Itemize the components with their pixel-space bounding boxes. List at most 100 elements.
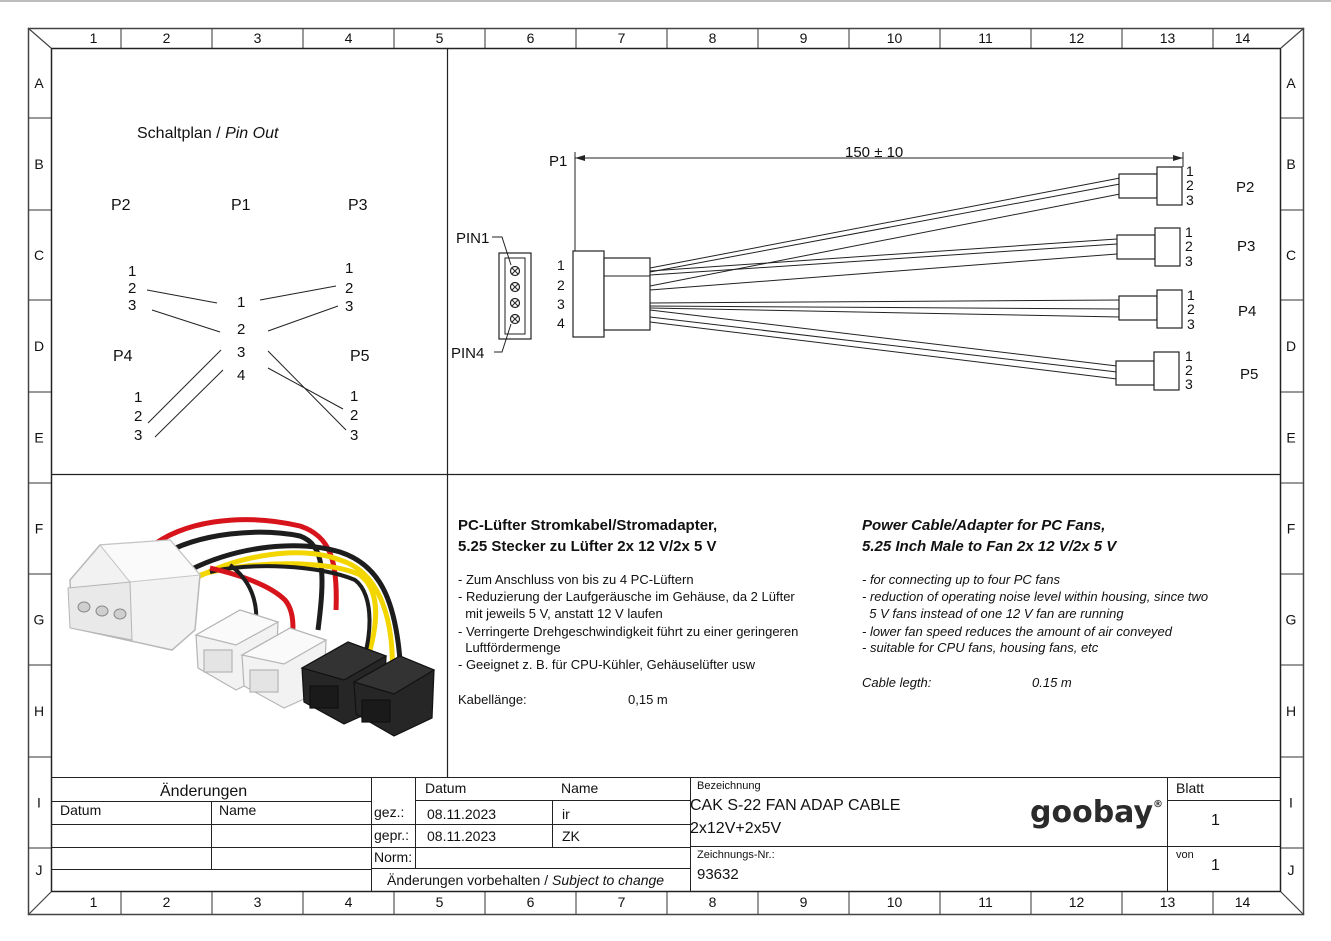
svg-text:08.11.2023: 08.11.2023 xyxy=(427,828,496,844)
svg-text:2: 2 xyxy=(1185,238,1193,254)
grid-row-left-E: E xyxy=(34,430,43,446)
svg-text:2: 2 xyxy=(128,280,136,297)
svg-text:- reduction of operating noise: - reduction of operating noise level wit… xyxy=(862,589,1208,604)
grid-row-left-H: H xyxy=(34,703,44,719)
svg-text:Name: Name xyxy=(561,780,599,796)
pinout-label-p2: P2 xyxy=(111,197,131,214)
p1-label: P1 xyxy=(549,153,567,170)
svg-text:ZK: ZK xyxy=(562,828,581,844)
fan-label-p3: P3 xyxy=(1237,238,1255,255)
svg-text:08.11.2023: 08.11.2023 xyxy=(427,806,496,822)
svg-text:Norm:: Norm: xyxy=(374,849,412,865)
svg-text:2: 2 xyxy=(557,277,565,293)
grid-row-right-I: I xyxy=(1289,795,1293,811)
svg-text:3: 3 xyxy=(345,298,353,315)
grid-row-left-B: B xyxy=(34,156,43,172)
svg-text:Power Cable/Adapter for PC Fan: Power Cable/Adapter for PC Fans, xyxy=(862,517,1105,534)
svg-text:gepr.:: gepr.: xyxy=(374,827,409,843)
svg-text:Name: Name xyxy=(219,802,257,818)
svg-text:Luftfördermenge: Luftfördermenge xyxy=(458,640,561,655)
grid-col-top-3: 3 xyxy=(254,30,262,46)
goobay-logo: goobay® xyxy=(1030,795,1164,830)
svg-text:3: 3 xyxy=(1186,192,1194,208)
cable-drawing: 150 ± 10 P1 PIN1 PIN4 1 2 3 4 xyxy=(451,144,1258,392)
grid-col-top-14: 14 xyxy=(1235,30,1251,46)
svg-text:gez.:: gez.: xyxy=(374,804,404,820)
svg-text:3: 3 xyxy=(557,296,565,312)
svg-text:1: 1 xyxy=(350,388,358,405)
grid-row-right-C: C xyxy=(1286,247,1296,263)
grid-row-left-G: G xyxy=(34,612,45,628)
svg-text:3: 3 xyxy=(1187,316,1195,332)
fan-connectors xyxy=(1115,166,1183,391)
svg-text:1: 1 xyxy=(1211,812,1220,829)
molex-body xyxy=(572,250,605,338)
svg-text:3: 3 xyxy=(128,297,136,314)
svg-text:Blatt: Blatt xyxy=(1176,780,1204,796)
outer-frame xyxy=(27,27,1305,916)
grid-col-bottom-10: 10 xyxy=(887,894,903,910)
svg-text:2: 2 xyxy=(345,280,353,297)
pinout-label-p3: P3 xyxy=(348,197,368,214)
svg-text:5.25 Stecker zu Lüfter 2x 12 V: 5.25 Stecker zu Lüfter 2x 12 V/2x 5 V xyxy=(458,538,716,555)
pinout-label-p5: P5 xyxy=(350,348,370,365)
svg-text:Bezeichnung: Bezeichnung xyxy=(697,780,761,792)
pinout-label-p4: P4 xyxy=(113,348,133,365)
inner-frame xyxy=(50,47,1282,893)
svg-text:93632: 93632 xyxy=(697,866,739,883)
grid-col-bottom-6: 6 xyxy=(527,894,535,910)
svg-text:0,15 m: 0,15 m xyxy=(628,692,668,707)
title-block xyxy=(51,777,1281,892)
svg-text:3: 3 xyxy=(134,427,142,444)
svg-text:- lower fan speed reduces the: - lower fan speed reduces the amount of … xyxy=(862,624,1173,639)
grid-row-right-F: F xyxy=(1287,521,1296,537)
svg-text:Zeichnungs-Nr.:: Zeichnungs-Nr.: xyxy=(697,849,775,861)
svg-text:2: 2 xyxy=(134,408,142,425)
grid-col-bottom-4: 4 xyxy=(345,894,353,910)
grid-col-top-12: 12 xyxy=(1069,30,1085,46)
svg-text:5 V fans instead of one 12 V f: 5 V fans instead of one 12 V fan are run… xyxy=(862,606,1124,621)
svg-text:- suitable for CPU fans, housi: - suitable for CPU fans, housing fans, e… xyxy=(862,640,1099,655)
grid-row-right-G: G xyxy=(1286,612,1297,628)
grid-col-top-4: 4 xyxy=(345,30,353,46)
svg-text:Datum: Datum xyxy=(425,780,466,796)
pinout-label-p1: P1 xyxy=(231,197,251,214)
svg-text:1: 1 xyxy=(237,294,245,311)
svg-text:1: 1 xyxy=(345,260,353,277)
grid-col-bottom-12: 12 xyxy=(1069,894,1085,910)
grid-row-left-I: I xyxy=(37,795,41,811)
svg-text:1: 1 xyxy=(134,389,142,406)
fan-label-p5: P5 xyxy=(1240,366,1258,383)
svg-text:2: 2 xyxy=(1185,362,1193,378)
svg-text:3: 3 xyxy=(237,344,245,361)
grid-row-left-F: F xyxy=(35,521,44,537)
svg-text:4: 4 xyxy=(237,367,245,384)
grid-col-bottom-8: 8 xyxy=(709,894,717,910)
svg-text:Datum: Datum xyxy=(60,802,101,818)
svg-text:Cable legth:: Cable legth: xyxy=(862,675,932,690)
grid-col-top-2: 2 xyxy=(163,30,171,46)
grid-col-top-9: 9 xyxy=(800,30,808,46)
svg-text:1: 1 xyxy=(1211,857,1220,874)
grid-col-top-11: 11 xyxy=(978,30,993,46)
grid-row-left-J: J xyxy=(36,862,43,878)
grid-col-top-8: 8 xyxy=(709,30,717,46)
svg-text:5.25 Inch Male to Fan 2x 12 V/: 5.25 Inch Male to Fan 2x 12 V/2x 5 V xyxy=(862,538,1118,555)
grid-row-right-H: H xyxy=(1286,703,1296,719)
grid-row-right-B: B xyxy=(1286,156,1295,172)
fan-label-p2: P2 xyxy=(1236,179,1254,196)
grid-col-bottom-7: 7 xyxy=(618,894,626,910)
svg-text:2: 2 xyxy=(1186,177,1194,193)
grid-ticks xyxy=(29,29,1303,914)
svg-text:PC-Lüfter Stromkabel/Stromadap: PC-Lüfter Stromkabel/Stromadapter, xyxy=(458,517,717,534)
fan-label-p4: P4 xyxy=(1238,303,1256,320)
description-english: Power Cable/Adapter for PC Fans, 5.25 In… xyxy=(862,517,1208,690)
grid-col-top-1: 1 xyxy=(90,30,98,46)
svg-text:- Zum Anschluss von bis zu 4 P: - Zum Anschluss von bis zu 4 PC-Lüftern xyxy=(458,572,694,587)
grid-col-bottom-11: 11 xyxy=(978,894,993,910)
pin1-label: PIN1 xyxy=(456,230,489,247)
svg-text:CAK S-22 FAN ADAP CABLE: CAK S-22 FAN ADAP CABLE xyxy=(690,797,900,814)
product-illustration xyxy=(67,517,436,737)
svg-text:- for connecting up to four PC: - for connecting up to four PC fans xyxy=(862,572,1060,587)
